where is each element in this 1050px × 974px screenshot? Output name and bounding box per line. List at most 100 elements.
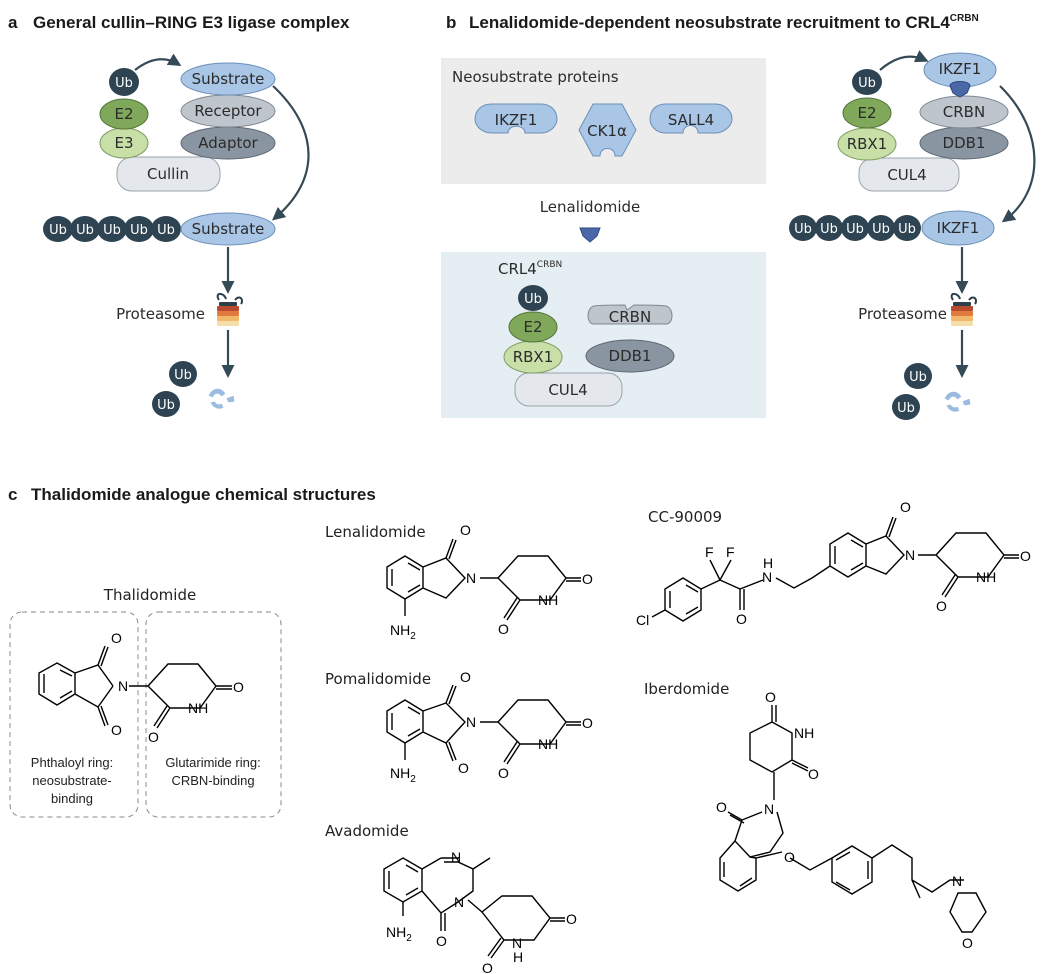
svg-text:O: O <box>460 669 471 685</box>
ub-box-label: Ub <box>524 292 542 307</box>
released-ub-2 <box>152 391 180 417</box>
ub-node-b <box>852 69 882 95</box>
svg-text:NH2: NH2 <box>390 622 416 642</box>
svg-text:CRL4CRBN: CRL4CRBN <box>498 260 562 278</box>
proteasome-icon <box>216 292 244 327</box>
svg-text:Ub: Ub <box>49 223 67 238</box>
e2-node-b <box>842 97 892 129</box>
glutarimide-ring-box <box>145 611 282 818</box>
panel-c-title: Thalidomide analogue chemical structures <box>31 485 376 504</box>
iberdomide-label: Iberdomide <box>644 680 729 698</box>
phthaloyl-ring-label: Phthaloyl ring: <box>31 755 113 770</box>
svg-text:neosubstrate-: neosubstrate- <box>32 773 112 788</box>
e2-label-b: E2 <box>857 104 876 122</box>
polyubiquitin-chain-b: Ub Ub Ub Ub Ub <box>789 215 921 241</box>
svg-text:Ub: Ub <box>103 223 121 238</box>
ub-box-node <box>518 285 548 311</box>
svg-text:Ub: Ub <box>898 222 916 237</box>
lenalidomide-drug-icon <box>579 227 601 243</box>
cul4-box-label: CUL4 <box>548 381 587 399</box>
proteasome-icon-b <box>950 292 978 327</box>
svg-text:N: N <box>762 569 772 585</box>
crbn-label: CRBN <box>943 103 985 121</box>
cul4-node <box>858 157 960 192</box>
svg-text:Ub: Ub <box>794 222 812 237</box>
svg-text:Ub: Ub <box>130 223 148 238</box>
svg-text:H: H <box>763 555 773 571</box>
svg-text:binding: binding <box>51 791 93 806</box>
panel-b-title: Lenalidomide-dependent neosubstrate recr… <box>469 13 950 32</box>
svg-text:O: O <box>936 598 947 614</box>
ubiquitinated-substrate-label: Substrate <box>192 220 265 238</box>
svg-text:O: O <box>808 766 819 782</box>
svg-text:O: O <box>458 760 469 776</box>
svg-text:O: O <box>111 722 122 738</box>
svg-text:NH2: NH2 <box>386 924 412 944</box>
rbx1-label: RBX1 <box>847 135 888 153</box>
ikzf1-bound-label: IKZF1 <box>939 60 982 78</box>
svg-text:N: N <box>466 570 476 586</box>
ddb1-box-node <box>585 339 675 373</box>
polyubiquitination-arrow-b <box>999 85 1036 223</box>
svg-text:O: O <box>111 630 122 646</box>
svg-text:Ub: Ub <box>872 222 890 237</box>
svg-text:Lenalidomide-dependent neosubs: Lenalidomide-dependent neosubstrate recr… <box>469 13 979 32</box>
panel-a-title: General cullin–RING E3 ligase complex <box>33 13 350 32</box>
released-ub-b1 <box>904 363 932 389</box>
svg-text:N: N <box>466 714 476 730</box>
panel-b-letter: b <box>446 13 456 32</box>
svg-text:O: O <box>582 571 593 587</box>
crl4-label-sup: CRBN <box>537 260 562 270</box>
e3-label: E3 <box>114 134 133 152</box>
svg-text:NH: NH <box>538 592 558 608</box>
ikzf1-neosubstrate <box>474 103 558 134</box>
ddb1-box-label: DDB1 <box>609 347 652 365</box>
svg-text:O: O <box>148 729 159 745</box>
sall4-neosubstrate <box>649 103 733 134</box>
substrate-label: Substrate <box>192 70 265 88</box>
svg-text:N: N <box>512 935 522 951</box>
svg-text:Cl: Cl <box>636 612 649 628</box>
ck1a-neosubstrate <box>578 103 637 157</box>
proteasome-label: Proteasome <box>116 305 205 323</box>
svg-text:O: O <box>582 715 593 731</box>
polyubiquitination-arrow <box>271 85 310 221</box>
e2-box-node <box>508 311 558 343</box>
panel-a: a General cullin–RING E3 ligase complex … <box>8 13 350 417</box>
ub-label: Ub <box>115 76 133 91</box>
phthaloyl-ring-box <box>9 611 139 818</box>
svg-text:Ub: Ub <box>174 368 192 383</box>
svg-text:Ub: Ub <box>820 222 838 237</box>
cullin-label: Cullin <box>147 165 189 183</box>
crbn-node <box>919 95 1009 129</box>
ubiquitinated-ikzf1-node <box>921 210 995 246</box>
cc90009-structure: CC-90009 Cl F F O N H O N O NH O <box>636 499 1031 628</box>
svg-text:Ub: Ub <box>846 222 864 237</box>
crl4-label: CRL4 <box>498 260 537 278</box>
svg-text:O: O <box>765 689 776 705</box>
panel-a-letter: a <box>8 13 18 32</box>
svg-text:NH: NH <box>976 569 996 585</box>
glutarimide-ring-label: Glutarimide ring: <box>165 755 260 770</box>
e2-box-label: E2 <box>523 318 542 336</box>
svg-text:NH2: NH2 <box>390 765 416 785</box>
ub-transfer-arrow-b <box>879 50 929 71</box>
adaptor-label: Adaptor <box>198 134 258 152</box>
svg-text:O: O <box>1020 548 1031 564</box>
avadomide-structure: Avadomide N N O NH2 O N H O <box>325 822 577 974</box>
ub-label-b: Ub <box>858 76 876 91</box>
lenalidomide-structure-label: Lenalidomide <box>325 523 426 541</box>
panel-b-title-sup: CRBN <box>950 13 979 24</box>
svg-text:F: F <box>705 544 714 560</box>
ck1a-label: CK1α <box>587 122 627 140</box>
avadomide-label: Avadomide <box>325 822 409 840</box>
svg-text:NH: NH <box>188 700 208 716</box>
svg-text:F: F <box>726 544 735 560</box>
svg-text:CRBN-binding: CRBN-binding <box>171 773 254 788</box>
thalidomide-structure: Thalidomide O N O O NH O Phthaloyl ring:… <box>9 586 282 818</box>
svg-text:Ub: Ub <box>157 223 175 238</box>
lenalidomide-label: Lenalidomide <box>540 198 641 216</box>
panel-c-letter: c <box>8 485 17 504</box>
svg-text:H: H <box>513 949 523 965</box>
